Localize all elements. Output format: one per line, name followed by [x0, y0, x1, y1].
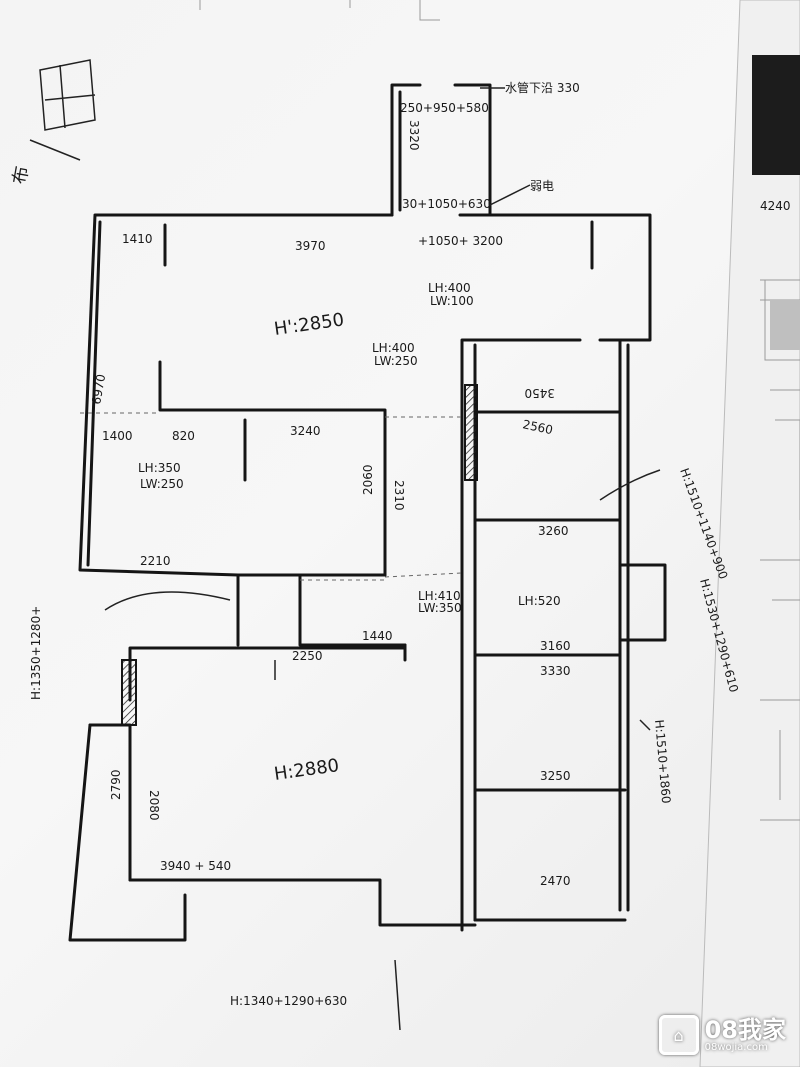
dimension-label: 820 [172, 429, 195, 443]
window-spec: H:1510+1860 [652, 719, 673, 804]
watermark-brand: 08我家 [704, 1015, 786, 1044]
room-height-label: H:2880 [273, 755, 341, 785]
watermark-url: 08wojia.com [704, 1041, 768, 1053]
note-text: 布 [9, 164, 33, 185]
background-sheets: 4240 [199, 0, 800, 1067]
light-spec: LW:250 [140, 477, 184, 491]
light-spec: LH:400 [428, 281, 471, 295]
dimension-label: 2470 [540, 874, 571, 888]
background-dimension: 4240 [760, 199, 791, 213]
dimension-label: 2210 [140, 554, 171, 568]
light-spec: LH:350 [138, 461, 181, 475]
dimension-label: 3330 [540, 664, 571, 678]
dimension-label: 1440 [362, 629, 393, 643]
dimension-label: 3260 [538, 524, 569, 538]
light-spec: LH:520 [518, 594, 561, 608]
room-height-label: H':2850 [273, 309, 346, 340]
annotation: 弱电 [530, 179, 554, 193]
light-spec: LW:250 [374, 354, 418, 368]
structural-column [464, 384, 478, 481]
dimension-label: 2080 [147, 790, 161, 821]
dimension-label: 2310 [392, 480, 406, 511]
dimension-label: 3250 [540, 769, 571, 783]
window-spec: H:1350+1280+ [29, 606, 43, 700]
dimension-label: 3160 [540, 639, 571, 653]
light-spec: LH:400 [372, 341, 415, 355]
structural-column [121, 659, 137, 726]
annotation: 水管下沿 330 [505, 80, 580, 95]
dimension-label: 3970 [295, 239, 326, 253]
dimension-label: 2250 [292, 649, 323, 663]
window-spec: H:1340+1290+630 [230, 994, 347, 1008]
dimension-label: 1400 [102, 429, 133, 443]
dimension-label: 3940 + 540 [160, 859, 231, 873]
sketch-scribble [29, 59, 96, 161]
dimension-label: 2790 [109, 769, 123, 800]
dimension-label: 1410 [122, 232, 153, 246]
light-spec: LW:100 [430, 294, 474, 308]
dimension-label: 2060 [361, 464, 375, 495]
dimension-label: 3320 [407, 120, 421, 151]
dimension-label: 30+1050+630 [402, 197, 491, 211]
dimension-label: 250+950+580 [400, 101, 489, 115]
walls [68, 83, 667, 942]
light-spec: LW:350 [418, 601, 462, 615]
dimension-label: 6970 [89, 373, 108, 406]
dimension-label: 3450 [524, 386, 555, 400]
dimension-label: 2560 [521, 417, 554, 437]
dimension-label: +1050+ 3200 [418, 234, 503, 248]
dimension-label: 3240 [290, 424, 321, 438]
light-spec: LH:410 [418, 589, 461, 603]
house-icon: ⌂ [658, 1015, 699, 1055]
watermark: ⌂ 08我家 08wojia.com [658, 1015, 786, 1055]
